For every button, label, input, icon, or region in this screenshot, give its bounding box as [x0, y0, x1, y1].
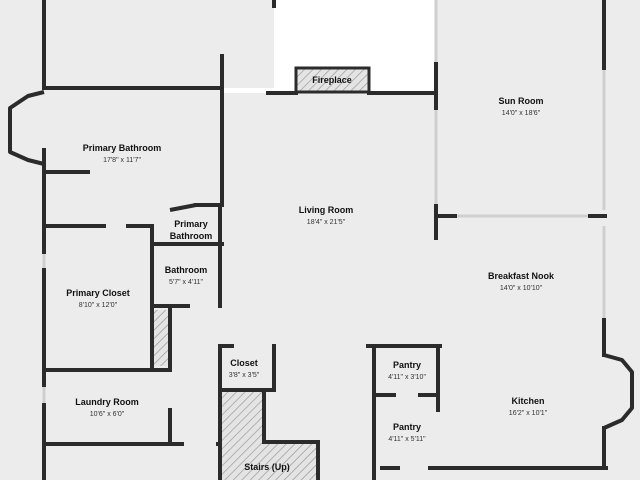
pantry-2-label: Pantry: [393, 422, 421, 432]
primary-bathroom-label: Primary Bathroom: [83, 143, 162, 153]
windows: [8, 0, 606, 405]
sun-room-floor: [437, 0, 605, 218]
sun-room-dimensions: 14'0" x 18'6": [502, 110, 541, 117]
kitchen-dimensions: 16'2" x 10'1": [509, 410, 548, 417]
laundry-room-dimensions: 10'6" x 6'0": [90, 411, 125, 418]
bay-walls: [8, 90, 634, 430]
living-room-dimensions: 18'4" x 21'5": [307, 219, 346, 226]
walls: [42, 0, 608, 480]
kitchen-bay: [603, 353, 634, 430]
west-rooms-floor: [44, 225, 220, 480]
breakfast-nook-label: Breakfast Nook: [488, 271, 555, 281]
bathroom-dimensions: 5'7" x 4'11": [169, 279, 203, 286]
primary-closet-dimensions: 8'10" x 12'0": [79, 302, 118, 309]
closet-chase: [153, 310, 169, 366]
primary-bathroom-floor: [14, 88, 220, 225]
stairs-label: Stairs (Up): [244, 462, 290, 472]
laundry-room-label: Laundry Room: [75, 397, 139, 407]
primary-bathroom-dimensions: 17'8" x 11'7": [103, 157, 141, 164]
breakfast-nook-dimensions: 14'0" x 10'10": [500, 285, 543, 292]
primary-bathroom-small-label-2: Bathroom: [170, 231, 213, 241]
primary-bathroom-small-label-1: Primary: [174, 219, 208, 229]
pantry-1-dimensions: 4'11" x 3'10": [388, 374, 426, 381]
closet-label: Closet: [230, 358, 258, 368]
stairs-hatch: [222, 392, 316, 480]
fireplace-label: Fireplace: [312, 75, 352, 85]
wall: [169, 203, 197, 212]
left-floor: [0, 0, 46, 480]
kitchen-label: Kitchen: [511, 396, 544, 406]
primary-closet-label: Primary Closet: [66, 288, 130, 298]
primary-bath-bay: [8, 90, 45, 166]
labels: Fireplace Sun Room 14'0" x 18'6" Primary…: [66, 75, 555, 472]
bathroom-label: Bathroom: [165, 265, 208, 275]
fireplace-hearth: [294, 66, 371, 94]
sun-room-label: Sun Room: [499, 96, 544, 106]
pantry-2-dimensions: 4'11" x 5'11": [388, 436, 426, 443]
kitchen-bay-floor: [605, 355, 630, 428]
top-left-room-floor: [44, 0, 274, 88]
living-room-label: Living Room: [299, 205, 354, 215]
closet-dimensions: 3'8" x 3'5": [229, 372, 260, 379]
pantry-1-label: Pantry: [393, 360, 421, 370]
